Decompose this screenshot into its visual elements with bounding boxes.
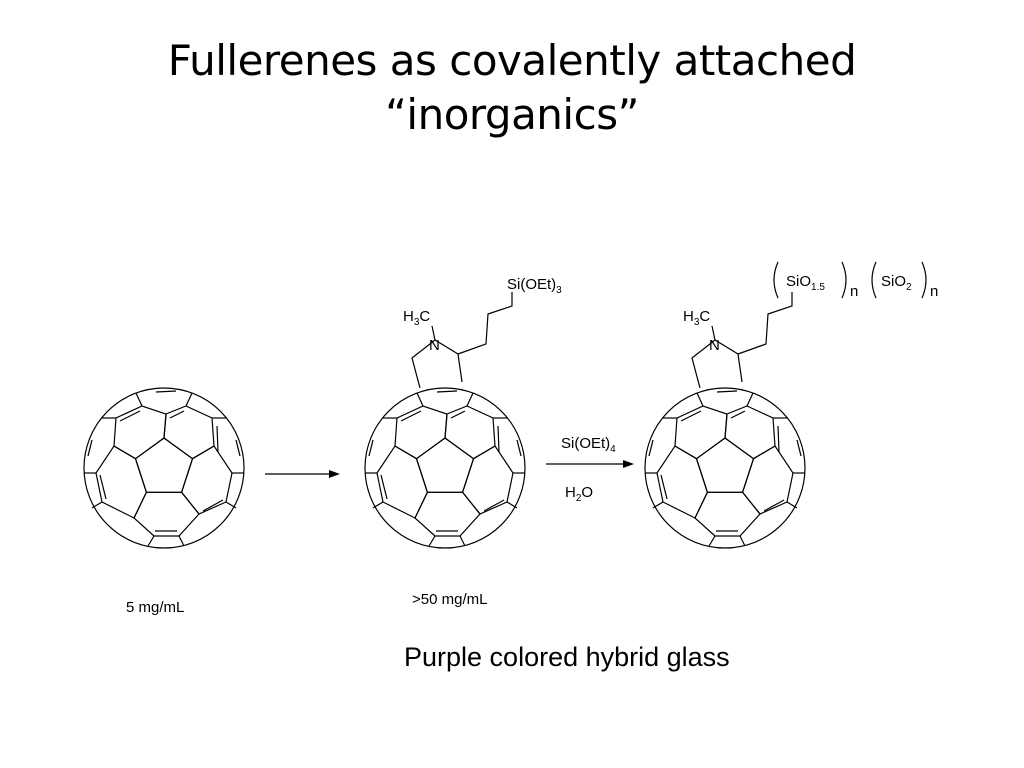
svg-text:SiO2: SiO2: [881, 273, 912, 293]
reagent-label: Si(OEt)4: [561, 435, 616, 455]
sio2-label: SiO2: [881, 273, 912, 293]
subscript-n-1: n: [850, 283, 858, 300]
reaction-arrow-2: [546, 460, 634, 468]
fullerene-pyrrolidine-siloxane: [644, 261, 927, 549]
label-conc-left: 5 mg/mL: [126, 599, 184, 616]
water-label: H2O: [565, 484, 593, 504]
reaction-arrow-1: [265, 470, 340, 478]
fullerene-c60-left: [83, 387, 245, 549]
svg-text:SiO1.5: SiO1.5: [786, 273, 825, 293]
label-conc-middle: >50 mg/mL: [412, 591, 487, 608]
methyl-group-middle: H3C: [403, 308, 430, 328]
silane-label-middle: Si(OEt)3: [507, 276, 562, 296]
nitrogen-atom-middle: N: [429, 337, 440, 354]
title-line-2: “inorganics”: [385, 90, 639, 139]
nitrogen-atom-right: N: [709, 337, 720, 354]
svg-text:Si(OEt)4: Si(OEt)4: [561, 435, 616, 455]
svg-text:H2O: H2O: [565, 484, 593, 504]
fullerene-pyrrolidine-silane: [364, 292, 526, 549]
svg-text:Si(OEt)3: Si(OEt)3: [507, 276, 562, 296]
svg-text:H3C: H3C: [403, 308, 430, 328]
title-line-1: Fullerenes as covalently attached: [167, 36, 857, 85]
sio15-label: SiO1.5: [786, 273, 825, 293]
slide-title: Fullerenes as covalently attached “inorg…: [0, 34, 1024, 142]
methyl-group-right: H3C: [683, 308, 710, 328]
svg-text:H3C: H3C: [683, 308, 710, 328]
caption-hybrid-glass: Purple colored hybrid glass: [404, 642, 730, 672]
subscript-n-2: n: [930, 283, 938, 300]
